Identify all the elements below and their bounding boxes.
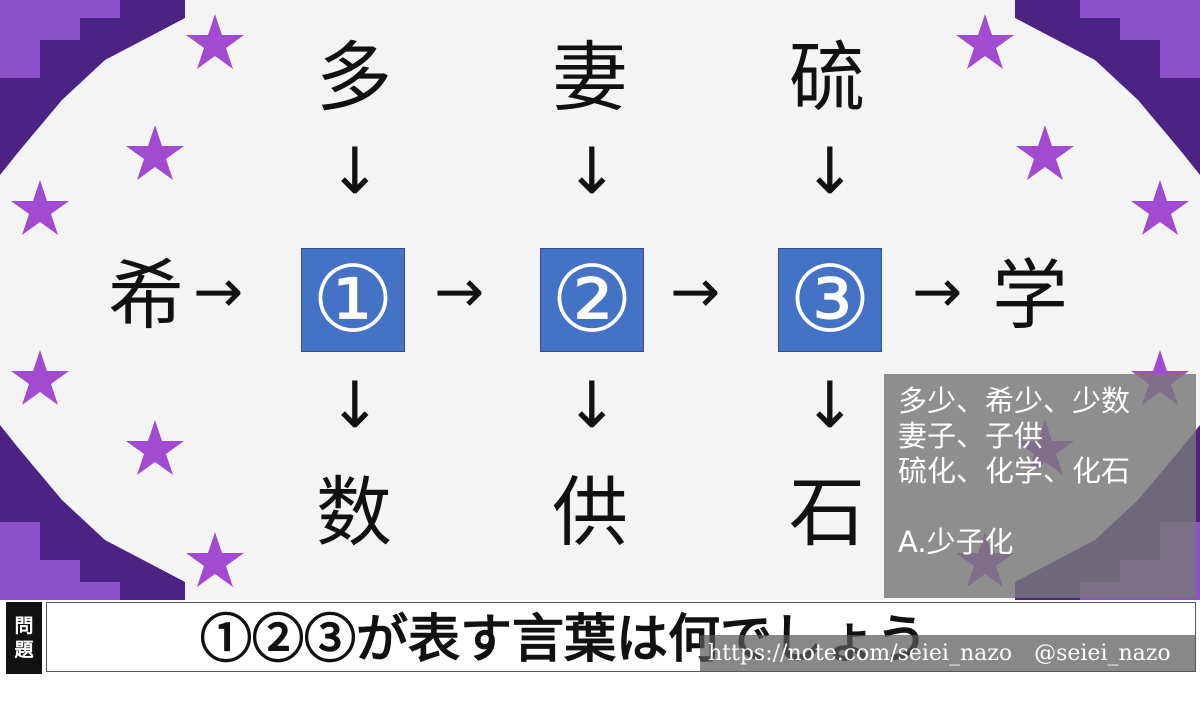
arrow-right-4: → <box>912 257 963 327</box>
answer-line-1: 多少、希少、少数 <box>898 384 1131 418</box>
credit-banner: https://note.com/seiei_nazo @seiei_nazo <box>700 635 1196 672</box>
question-tag-bottom: 題 <box>14 639 34 661</box>
arrow-down-bottom-2: ↓ <box>565 369 619 443</box>
blank-box-1: ① <box>301 248 405 352</box>
answer-panel: 多少、希少、少数 妻子、子供 硫化、化学、化石 A.少子化 <box>884 374 1196 598</box>
top-char-1: 多 <box>316 33 392 122</box>
arrow-right-1: → <box>193 257 244 327</box>
blank-box-2: ② <box>540 248 644 352</box>
arrow-right-3: → <box>670 257 721 327</box>
left-char: 希 <box>108 251 184 340</box>
star-icon <box>186 532 244 587</box>
right-char: 学 <box>992 251 1068 340</box>
corner-frame-top-left-step <box>0 0 120 78</box>
star-icon <box>1131 180 1189 235</box>
top-char-3: 硫 <box>789 33 865 122</box>
star-icon <box>186 14 244 69</box>
arrow-down-bottom-1: ↓ <box>328 369 382 443</box>
question-tag-top: 問 <box>14 615 34 637</box>
arrow-down-top-1: ↓ <box>328 135 382 209</box>
star-icon <box>126 420 184 475</box>
corner-frame-top-left <box>0 0 185 175</box>
arrow-down-top-3: ↓ <box>803 135 857 209</box>
star-icon <box>1016 125 1074 180</box>
star-icon <box>11 180 69 235</box>
star-icon <box>126 125 184 180</box>
star-icon <box>956 14 1014 69</box>
arrow-down-bottom-3: ↓ <box>803 369 857 443</box>
corner-frame-bottom-left <box>0 425 185 600</box>
bottom-char-3: 石 <box>789 468 865 557</box>
arrow-right-2: → <box>434 257 485 327</box>
star-icon <box>11 350 69 405</box>
bottom-char-2: 供 <box>552 468 628 557</box>
answer-final: A.少子化 <box>898 525 1014 559</box>
question-tag: 問 題 <box>6 602 42 674</box>
blank-box-3: ③ <box>778 248 882 352</box>
corner-frame-bottom-left-step <box>0 522 120 600</box>
corner-frame-top-right <box>1015 0 1200 175</box>
answer-spacer <box>898 489 1186 525</box>
top-char-2: 妻 <box>552 33 628 122</box>
arrow-down-top-2: ↓ <box>565 135 619 209</box>
bottom-char-1: 数 <box>316 468 392 557</box>
corner-frame-top-right-step <box>1080 0 1200 78</box>
answer-line-2: 妻子、子供 <box>898 419 1044 453</box>
answer-line-3: 硫化、化学、化石 <box>898 454 1131 488</box>
